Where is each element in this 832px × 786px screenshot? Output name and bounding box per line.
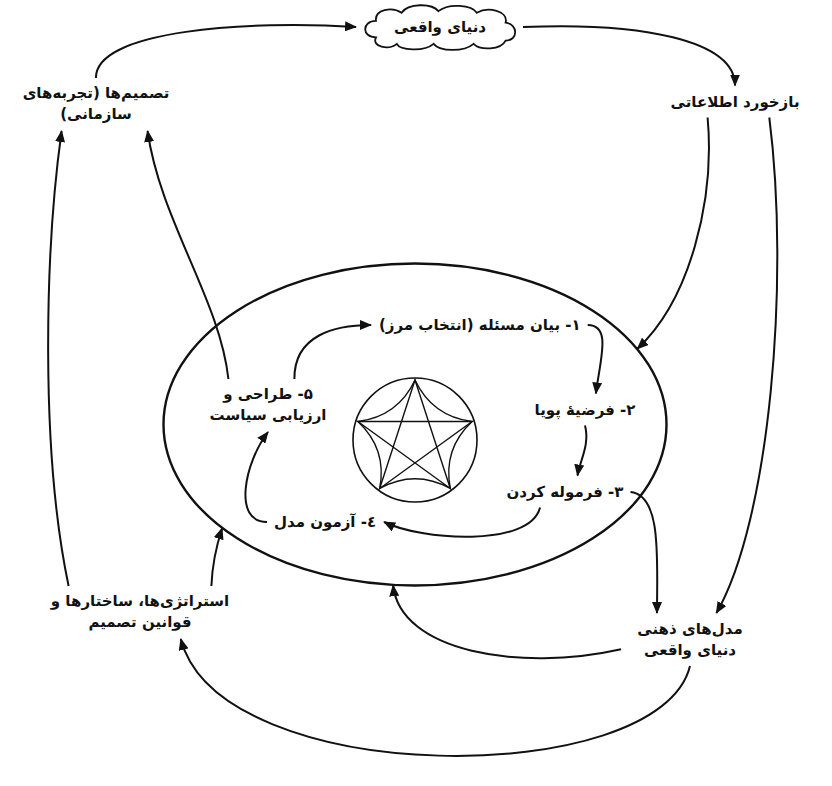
connector-arrow: [148, 131, 229, 379]
connector-arrow: [294, 325, 371, 379]
text-node: مدل‌های ذهنی دنیای واقعی: [624, 617, 756, 663]
node-text: ۲- فرضیهٔ پویا: [535, 400, 636, 421]
text-node: استراتژی‌ها، ساختارها و قوانین تصمیم: [38, 589, 242, 635]
connector-arrow: [181, 639, 690, 756]
text-node: بازخورد اطلاعاتی: [667, 90, 804, 115]
connector-arrow: [588, 325, 603, 394]
node-text: ۵- طراحی و ارزیابی سیاست: [206, 384, 330, 426]
step-label: ۱- بیان مسئله (انتخاب مرز): [375, 313, 585, 338]
step-label: ۳- فرموله کردن: [503, 480, 628, 505]
connector-arrow: [716, 118, 777, 614]
connector-arrow: [245, 432, 268, 522]
connector-arrow: [637, 118, 709, 349]
text-node: تصمیم‌ها (تجربه‌های سازمانی): [10, 81, 182, 127]
ellipse-outline: [162, 262, 668, 587]
node-text: دنیای واقعی: [394, 17, 486, 38]
connector-arrow: [578, 426, 587, 476]
node-text: ۱- بیان مسئله (انتخاب مرز): [379, 315, 581, 336]
node-text: مدل‌های ذهنی دنیای واقعی: [628, 619, 752, 661]
step-label: ۲- فرضیهٔ پویا: [531, 398, 640, 423]
connector-arrow: [96, 25, 356, 78]
connector-arrow: [48, 131, 68, 586]
connector-arrow: [393, 585, 621, 658]
pentagram-arcs: [358, 380, 472, 489]
cloud-shape: دنیای واقعی: [360, 3, 520, 52]
node-text: تصمیم‌ها (تجربه‌های سازمانی): [14, 83, 178, 125]
node-text: ۳- فرموله کردن: [507, 482, 624, 503]
step-label: ۵- طراحی و ارزیابی سیاست: [202, 382, 334, 428]
pentagram-circle: [353, 378, 477, 502]
pentagram-star: [358, 380, 472, 489]
node-text: بازخورد اطلاعاتی: [671, 92, 800, 113]
connector-arrow: [211, 528, 222, 586]
node-text: ٤- آزمون مدل: [274, 512, 376, 533]
process-ellipse: ۱- بیان مسئله (انتخاب مرز) ۲- فرضیهٔ پویا…: [162, 262, 668, 587]
step-label: ٤- آزمون مدل: [270, 510, 380, 535]
connector-arrow: [631, 492, 658, 613]
connector-arrow: [384, 508, 540, 537]
node-text: استراتژی‌ها، ساختارها و قوانین تصمیم: [42, 591, 238, 633]
connector-arrow: [523, 26, 735, 85]
